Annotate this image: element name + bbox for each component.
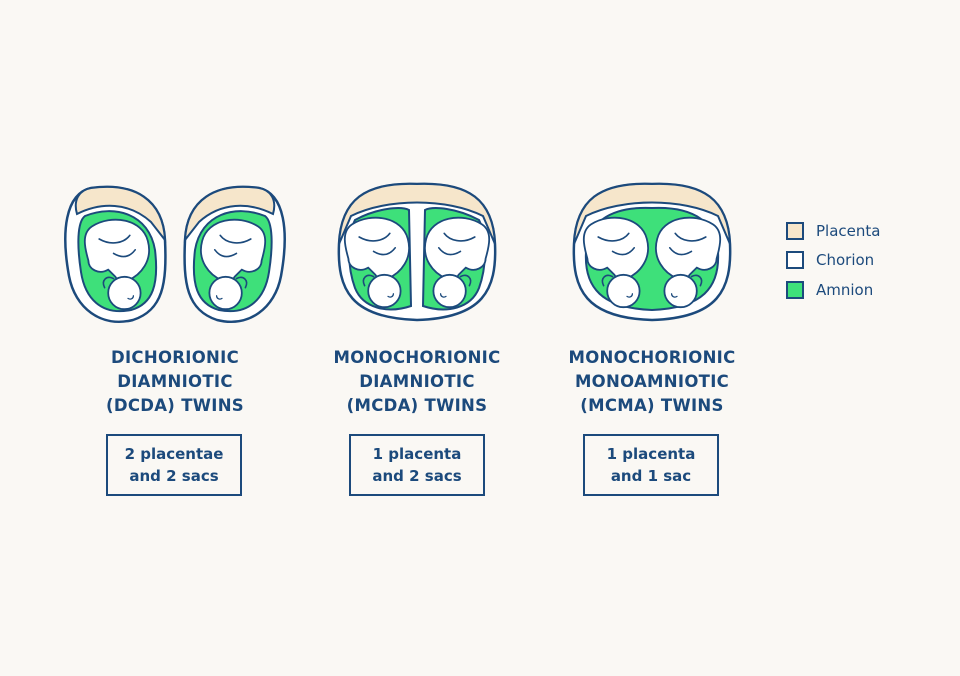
mcda-title: MONOCHORIONIC DIAMNIOTIC (MCDA) TWINS — [297, 346, 537, 418]
description-line: and 1 sac — [610, 467, 692, 485]
legend-label: Placenta — [816, 221, 881, 240]
title-line: (MCMA) TWINS — [580, 396, 724, 415]
legend-label: Chorion — [816, 251, 875, 270]
title-line: DIAMNIOTIC — [359, 372, 475, 391]
placenta-left — [74, 185, 167, 244]
mcma-description-box: 1 placenta and 1 sac — [583, 434, 719, 496]
amnion-swatch-icon — [786, 280, 804, 299]
legend-item-chorion: Chorion — [786, 246, 880, 276]
description-line: and 2 sacs — [129, 467, 219, 485]
title-line: MONOCHORIONIC — [333, 348, 501, 367]
title-line: MONOCHORIONIC — [568, 348, 736, 367]
title-line: MONOAMNIOTIC — [574, 372, 730, 391]
title-line: (DCDA) TWINS — [106, 396, 244, 415]
placenta — [573, 182, 731, 245]
placenta-right — [183, 185, 276, 244]
legend-item-amnion: Amnion — [786, 275, 880, 305]
legend-label: Amnion — [816, 280, 874, 299]
dcda-diagram — [55, 180, 295, 330]
mcma-title: MONOCHORIONIC MONOAMNIOTIC (MCMA) TWINS — [532, 346, 772, 418]
placenta-swatch-icon — [786, 221, 804, 240]
mcda-description-box: 1 placenta and 2 sacs — [349, 434, 485, 496]
description-line: and 2 sacs — [372, 467, 462, 485]
title-line: (MCDA) TWINS — [346, 396, 488, 415]
mcma-diagram — [532, 180, 772, 330]
title-line: DIAMNIOTIC — [117, 372, 233, 391]
chorion-swatch-icon — [786, 251, 804, 270]
legend: Placenta Chorion Amnion — [786, 216, 880, 305]
title-line: DICHORIONIC — [110, 348, 239, 367]
right-sac — [183, 185, 286, 323]
placenta — [338, 182, 496, 245]
legend-item-placenta: Placenta — [786, 216, 880, 246]
dcda-title: DICHORIONIC DIAMNIOTIC (DCDA) TWINS — [55, 346, 295, 418]
dcda-description-box: 2 placentae and 2 sacs — [106, 434, 242, 496]
description-line: 1 placenta — [606, 445, 696, 463]
description-line: 2 placentae — [124, 445, 224, 463]
mcda-diagram — [297, 180, 537, 330]
description-line: 1 placenta — [372, 445, 462, 463]
left-sac — [64, 185, 167, 323]
